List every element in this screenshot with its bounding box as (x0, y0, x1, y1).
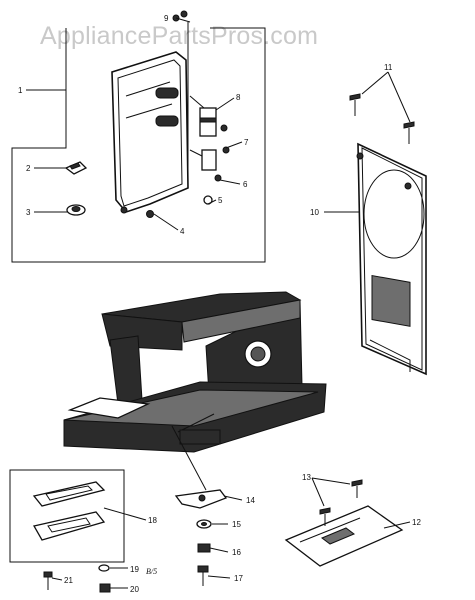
face-cover-group: 1 2 3 4 5 6 7 8 9 (11, 10, 266, 263)
callout-15: 15 (232, 520, 241, 529)
base-plate-part[interactable] (356, 142, 427, 376)
watermark-text: AppliancePartsPros.com (40, 22, 318, 50)
thread-guide-part[interactable] (64, 161, 88, 175)
face-cover-part[interactable] (111, 51, 189, 214)
top-screws-part[interactable] (172, 10, 191, 23)
callout-21: 21 (64, 576, 73, 585)
bed-cover-plate-part[interactable] (284, 505, 404, 567)
lower-screw-part[interactable] (146, 195, 213, 218)
callout-14: 14 (246, 496, 255, 505)
bed-plate-screws-part[interactable] (319, 479, 363, 526)
callout-7: 7 (244, 138, 249, 147)
base-plate-group: 11 10 (310, 63, 427, 376)
callout-10: 10 (310, 208, 319, 217)
reference-code: B/5 (146, 567, 157, 576)
washer-19-part[interactable] (98, 564, 110, 572)
plate-screws-part[interactable] (349, 93, 415, 144)
callout-3: 3 (26, 208, 31, 217)
screw-17-part[interactable] (197, 565, 209, 586)
hinge-bracket-part[interactable] (187, 22, 230, 182)
knob-part[interactable] (66, 204, 86, 216)
callout-16: 16 (232, 548, 241, 557)
callout-1: 1 (18, 86, 23, 95)
callout-2: 2 (26, 164, 31, 173)
callout-5: 5 (218, 196, 223, 205)
feed-parts-group: 18 21 19 20 B/5 (9, 469, 157, 594)
callout-8: 8 (236, 93, 241, 102)
bolt-21-part[interactable] (43, 571, 53, 590)
callout-17: 17 (234, 574, 243, 583)
callout-18: 18 (148, 516, 157, 525)
washer-15-part[interactable] (196, 519, 212, 529)
bed-plate-group: 13 12 (284, 473, 421, 567)
callout-9: 9 (164, 14, 169, 23)
group-box-outline (11, 27, 266, 263)
nut-20-part[interactable] (99, 583, 111, 593)
callout-13: 13 (302, 473, 311, 482)
gasket-lower-part[interactable] (32, 511, 106, 541)
callout-19: 19 (130, 565, 139, 574)
feed-dog-part[interactable] (174, 489, 228, 509)
callout-6: 6 (243, 180, 248, 189)
callout-12: 12 (412, 518, 421, 527)
feed-stack-group: 14 15 16 17 (171, 425, 255, 586)
feed-box-outline (9, 469, 125, 563)
callout-4: 4 (180, 227, 185, 236)
callout-20: 20 (130, 585, 139, 594)
nut-16-part[interactable] (197, 543, 211, 553)
callout-11: 11 (384, 63, 393, 72)
gasket-upper-part[interactable] (32, 481, 106, 507)
machine-head-part[interactable] (63, 291, 327, 453)
